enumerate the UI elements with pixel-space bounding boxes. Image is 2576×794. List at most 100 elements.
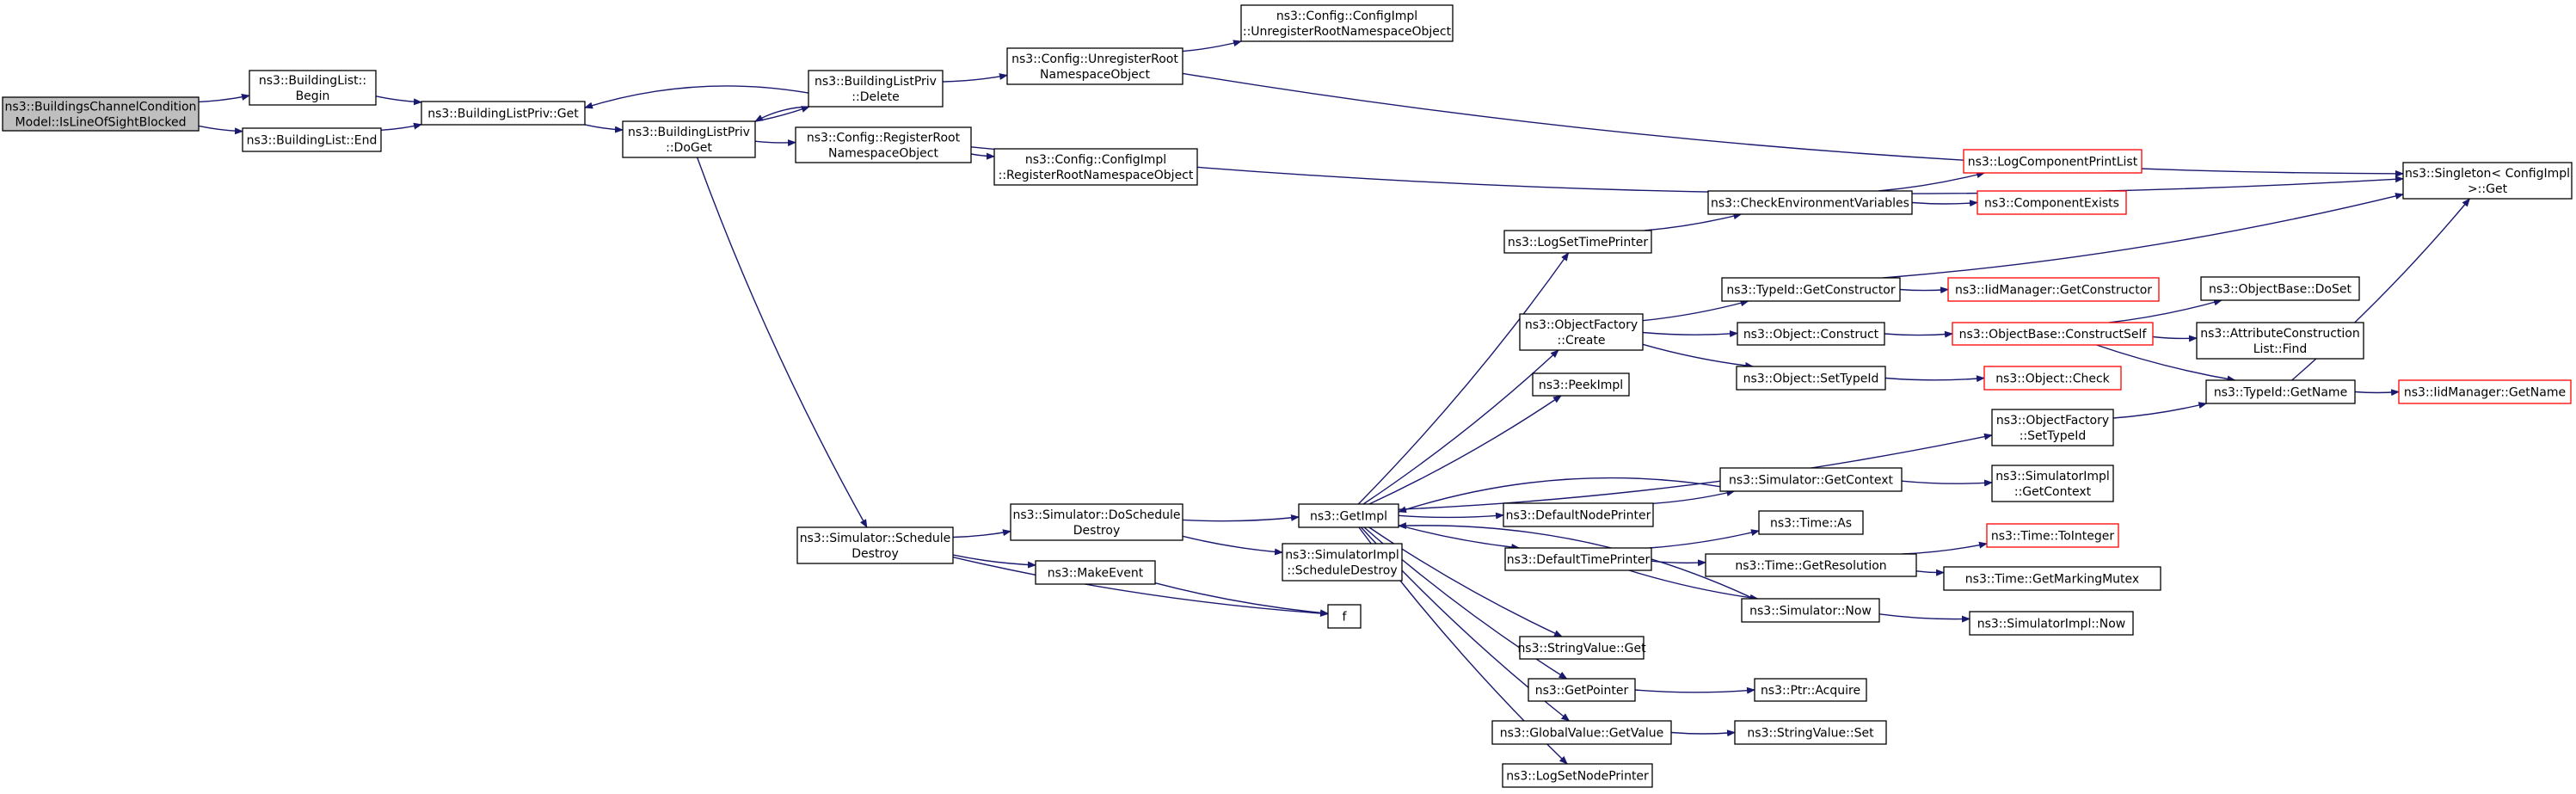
node-label: Destroy [851,547,898,561]
node-label: NamespaceObject [1040,68,1150,82]
node-cfgimpl_unreg[interactable]: ns3::Config::ConfigImpl::UnregisterRootN… [1240,4,1454,42]
node-label: Destroy [1073,524,1120,538]
node-label: f [1343,611,1348,625]
edge-cfg_unreg-to-singleton_get [1182,72,2404,177]
node-stringvalue_set[interactable]: ns3::StringValue::Set [1734,720,1887,745]
node-get_pointer[interactable]: ns3::GetPointer [1528,678,1636,702]
node-default_node_printer[interactable]: ns3::DefaultNodePrinter [1503,502,1654,527]
node-log_comp_print[interactable]: ns3::LogComponentPrintList [1963,149,2143,174]
edge-sim_sched_destroy-to-sim_do_sched_destroy [952,529,1011,539]
node-default_time_printer[interactable]: ns3::DefaultTimePrinter [1504,547,1652,571]
node-label: ns3::Config::UnregisterRoot [1011,52,1178,66]
node-log_set_time[interactable]: ns3::LogSetTimePrinter [1503,230,1652,254]
node-typeid_getname[interactable]: ns3::TypeId::GetName [2205,379,2356,404]
node-blp_doget[interactable]: ns3::BuildingListPriv::DoGet [622,120,756,158]
node-sim_getcontext[interactable]: ns3::Simulator::GetContext [1719,467,1903,492]
node-label: ns3::SimulatorImpl::Now [1977,618,2126,631]
node-sim_now[interactable]: ns3::Simulator::Now [1741,598,1880,623]
node-cfgimpl_reg[interactable]: ns3::Config::ConfigImpl::RegisterRootNam… [993,148,1198,186]
node-obj_settypeid[interactable]: ns3::Object::SetTypeId [1736,366,1886,391]
node-iid_getctor[interactable]: ns3::IidManager::GetConstructor [1947,277,2160,302]
node-blp_get[interactable]: ns3::BuildingListPriv::Get [421,101,586,126]
node-box [1719,467,1903,492]
edge-time_getres-to-time_tointeger [1902,541,1988,555]
node-label: ns3::Time::GetResolution [1735,559,1886,573]
node-simimpl_now[interactable]: ns3::SimulatorImpl::Now [1969,611,2134,636]
node-label: ns3::Config::ConfigImpl [1276,9,1417,23]
node-f[interactable]: f [1327,604,1362,629]
node-getimpl[interactable]: ns3::GetImpl [1298,503,1399,528]
node-label: ns3::Time::ToInteger [1991,530,2115,544]
node-time_as[interactable]: ns3::Time::As [1758,510,1864,535]
node-box [1963,149,2143,174]
node-box [1528,678,1636,702]
node-cfg_unreg[interactable]: ns3::Config::UnregisterRootNamespaceObje… [1006,47,1183,85]
edge-objbase_construct_self-to-objbase_doset [2108,299,2222,323]
node-time_getres[interactable]: ns3::Time::GetResolution [1705,553,1917,577]
node-box [1952,322,2154,346]
node-obj_factory_settypeid[interactable]: ns3::ObjectFactory::SetTypeId [1991,409,2114,446]
node-label: ns3::IidManager::GetConstructor [1955,284,2152,298]
node-label: ns3::ObjectBase::DoSet [2209,283,2352,297]
node-time_marking_mutex[interactable]: ns3::Time::GetMarkingMutex [1943,566,2161,591]
node-iid_getname[interactable]: ns3::IidManager::GetName [2398,379,2572,404]
node-blp_delete[interactable]: ns3::BuildingListPriv::Delete [808,70,944,108]
edge-time_getres-to-time_marking_mutex [1915,569,1945,576]
node-box [1721,277,1901,302]
edge-blp_delete-to-blp_doget [754,106,809,122]
node-simimpl_sched_destroy[interactable]: ns3::SimulatorImpl::ScheduleDestroy [1282,543,1403,582]
edge-objbase_construct_self-to-attr_list_find [2152,335,2198,342]
node-bl_begin[interactable]: ns3::BuildingList::Begin [249,70,377,106]
node-objbase_construct_self[interactable]: ns3::ObjectBase::ConstructSelf [1952,322,2154,346]
edge-bl_end-to-blp_get [380,122,422,131]
node-bl_end[interactable]: ns3::BuildingList::End [242,127,382,152]
node-box [2196,322,2364,360]
node-label: ns3::IidManager::GetName [2404,386,2566,400]
node-label: ns3::GlobalValue::GetValue [1500,727,1663,741]
node-root[interactable]: ns3::BuildingsChannelConditionModel::IsL… [2,96,200,132]
node-globalvalue_getvalue[interactable]: ns3::GlobalValue::GetValue [1491,720,1672,745]
node-singleton_get[interactable]: ns3::Singleton< ConfigImpl >::Get [2402,162,2573,200]
node-stringvalue_get[interactable]: ns3::StringValue::Get [1517,636,1646,660]
node-obj_check[interactable]: ns3::Object::Check [1983,366,2122,391]
node-box [1737,322,1885,346]
node-check_env[interactable]: ns3::CheckEnvironmentVariables [1707,190,1913,215]
edge-obj_factory_settypeid-to-typeid_getname [2112,402,2208,419]
node-box [1986,523,2119,548]
node-box [795,126,972,163]
node-simimpl_getcontext[interactable]: ns3::SimulatorImpl::GetContext [1991,465,2114,502]
node-box [1503,502,1654,527]
node-sim_sched_destroy[interactable]: ns3::Simulator::ScheduleDestroy [796,526,954,564]
node-peek_impl[interactable]: ns3::PeekImpl [1532,372,1630,397]
node-obj_factory_create[interactable]: ns3::ObjectFactory::Create [1519,313,1644,351]
node-label: ns3::Object::Check [1995,372,2110,386]
node-label: ns3::LogSetTimePrinter [1508,236,1649,249]
node-label: Model::IsLineOfSightBlocked [15,116,187,130]
node-time_tointeger[interactable]: ns3::Time::ToInteger [1986,523,2119,548]
node-ptr_acquire[interactable]: ns3::Ptr::Acquire [1754,678,1867,702]
edge-getimpl-to-log_set_time [1357,252,1570,505]
node-box [993,148,1198,186]
node-box [808,70,944,108]
node-typeid_getctor[interactable]: ns3::TypeId::GetConstructor [1721,277,1901,302]
node-label: ns3::GetPointer [1535,684,1629,698]
node-box [1736,366,1886,391]
node-objbase_doset[interactable]: ns3::ObjectBase::DoSet [2200,276,2360,301]
node-label: ns3::SimulatorImpl [1285,549,1399,563]
node-log_set_node[interactable]: ns3::LogSetNodePrinter [1502,763,1653,788]
node-label: List::Find [2253,342,2308,356]
node-box [1502,763,1653,788]
edge-getimpl-to-peek_impl [1368,395,1562,505]
node-obj_construct[interactable]: ns3::Object::Construct [1737,322,1885,346]
edge-blp_delete-to-blp_get [584,85,809,109]
edge-blp_delete-to-cfg_unreg [942,73,1008,83]
node-label: ns3::Simulator::DoSchedule [1013,508,1181,522]
node-make_event[interactable]: ns3::MakeEvent [1035,560,1156,585]
node-comp_exists[interactable]: ns3::ComponentExists [1977,190,2127,215]
node-box [1532,372,1630,397]
edge-sim_now-to-getimpl [1398,522,1755,600]
edge-cfg_reg-to-cfgimpl_reg [970,152,995,160]
node-cfg_reg[interactable]: ns3::Config::RegisterRootNamespaceObject [795,126,972,163]
